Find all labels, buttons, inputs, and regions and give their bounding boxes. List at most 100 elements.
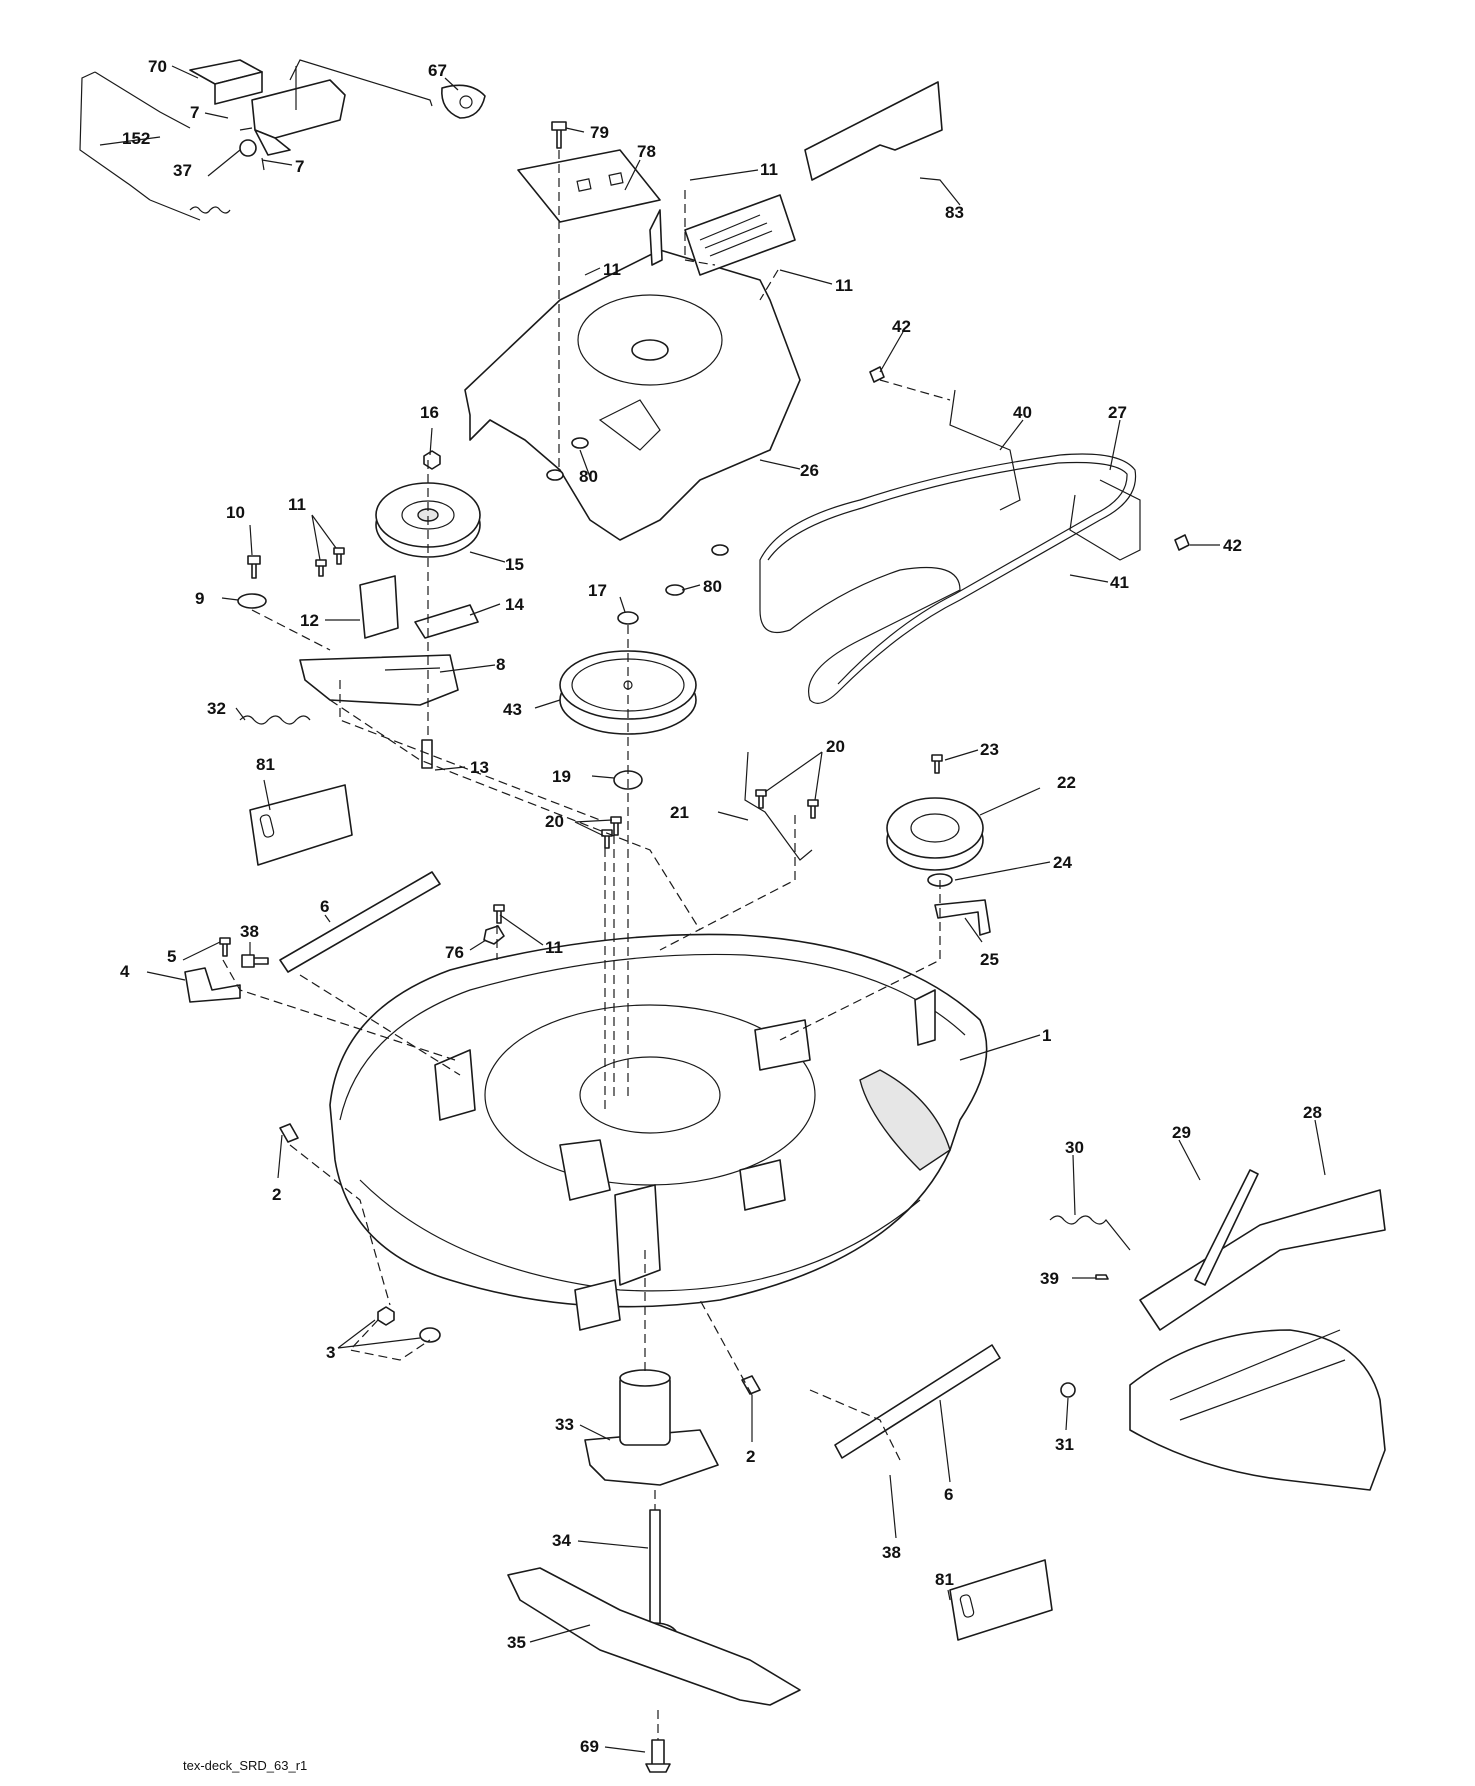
- callout-2a: 2: [272, 1185, 281, 1204]
- washer-80a: [571, 437, 589, 449]
- bracket-4: [184, 967, 241, 1003]
- callout-7b: 7: [295, 157, 304, 176]
- callout-15: 15: [505, 555, 524, 574]
- callout-80a: 80: [579, 467, 598, 486]
- callout-1: 1: [1042, 1026, 1051, 1045]
- cable: [79, 71, 231, 221]
- decal-83: [804, 81, 943, 181]
- callout-20b: 20: [826, 737, 845, 756]
- belt-cover-26: [464, 194, 801, 541]
- bolt-10: [247, 555, 261, 579]
- rod-41: [1069, 479, 1141, 561]
- fitting-76: [483, 925, 505, 945]
- callout-70: 70: [148, 57, 167, 76]
- bolt-23: [931, 754, 943, 774]
- rod-29: [1194, 1169, 1259, 1286]
- washer-9: [237, 593, 267, 609]
- bolt-69: [645, 1739, 671, 1773]
- callout-3: 3: [326, 1343, 335, 1362]
- nut-3a: [377, 1306, 395, 1326]
- brace-6b: [834, 1344, 1001, 1459]
- bracket-14: [414, 604, 479, 639]
- callout-28: 28: [1303, 1103, 1322, 1122]
- callout-17: 17: [588, 581, 607, 600]
- idler-arm-8: [299, 654, 459, 706]
- callout-43: 43: [503, 700, 522, 719]
- callout-38a: 38: [240, 922, 259, 941]
- callout-38b: 38: [882, 1543, 901, 1562]
- brace-6a: [279, 871, 441, 973]
- parts-drawing: [79, 59, 1386, 1773]
- callout-81b: 81: [935, 1570, 954, 1589]
- callout-11d: 11: [288, 495, 306, 514]
- callout-24: 24: [1053, 853, 1072, 872]
- callout-5: 5: [167, 947, 176, 966]
- lift-lever-assembly: [189, 59, 486, 156]
- mower-deck-1: [329, 933, 988, 1331]
- callout-12: 12: [300, 611, 319, 630]
- bracket-25: [934, 899, 991, 936]
- spring-30: [1049, 1215, 1131, 1251]
- callout-152: 152: [122, 129, 150, 148]
- callouts: 70 67 7 7 152 37 79 78 11 11 11 83 42 40…: [120, 57, 1322, 1773]
- callout-6b: 6: [944, 1485, 953, 1504]
- callout-16: 16: [420, 403, 439, 422]
- callout-27: 27: [1108, 403, 1127, 422]
- bolt-5: [219, 937, 231, 957]
- nut-17: [617, 611, 639, 625]
- washer-37: [239, 139, 257, 157]
- clip-31: [1060, 1382, 1076, 1398]
- callout-40: 40: [1013, 403, 1032, 422]
- callout-80b: 80: [703, 577, 722, 596]
- callout-9: 9: [195, 589, 204, 608]
- decal-81b: [949, 1559, 1053, 1641]
- callout-11c: 11: [835, 276, 853, 295]
- callout-23: 23: [980, 740, 999, 759]
- blade-35: [507, 1567, 801, 1706]
- spring-32: [239, 715, 311, 725]
- callout-7a: 7: [190, 103, 199, 122]
- callout-42a: 42: [892, 317, 911, 336]
- callout-26: 26: [800, 461, 819, 480]
- callout-11a: 11: [760, 160, 778, 179]
- bolt-38a: [241, 954, 269, 968]
- callout-83: 83: [945, 203, 964, 222]
- callout-22: 22: [1057, 773, 1076, 792]
- decal-81a: [249, 784, 353, 866]
- callout-34: 34: [552, 1531, 571, 1550]
- nut-16: [423, 450, 441, 470]
- washer-80b: [665, 584, 685, 596]
- pulley-22: [886, 797, 984, 871]
- chute-28: [1129, 1329, 1386, 1491]
- nut-3b: [419, 1327, 441, 1343]
- callout-81a: 81: [256, 755, 275, 774]
- callout-33: 33: [555, 1415, 574, 1434]
- callout-67: 67: [428, 61, 447, 80]
- callout-79: 79: [590, 123, 609, 142]
- callout-42b: 42: [1223, 536, 1242, 555]
- callout-2b: 2: [746, 1447, 755, 1466]
- bracket-12: [359, 575, 399, 639]
- callout-31: 31: [1055, 1435, 1074, 1454]
- leader-lines: [99, 65, 1326, 1753]
- belt-27: [759, 453, 1137, 704]
- alignment-lines: [222, 150, 951, 1740]
- callout-30: 30: [1065, 1138, 1084, 1157]
- callout-32: 32: [207, 699, 226, 718]
- callout-13: 13: [470, 758, 489, 777]
- spindle-33: [584, 1369, 719, 1486]
- callout-29: 29: [1172, 1123, 1191, 1142]
- callout-11e: 11: [545, 938, 563, 957]
- callout-39: 39: [1040, 1269, 1059, 1288]
- pin-39: [1095, 1274, 1109, 1280]
- callout-76: 76: [445, 943, 464, 962]
- callout-10: 10: [226, 503, 245, 522]
- bracket-21: [744, 751, 813, 861]
- callout-78: 78: [637, 142, 656, 161]
- pin-2a: [279, 1123, 299, 1143]
- callout-20a: 20: [545, 812, 564, 831]
- callout-19: 19: [552, 767, 571, 786]
- callout-4: 4: [120, 962, 130, 981]
- callout-14: 14: [505, 595, 524, 614]
